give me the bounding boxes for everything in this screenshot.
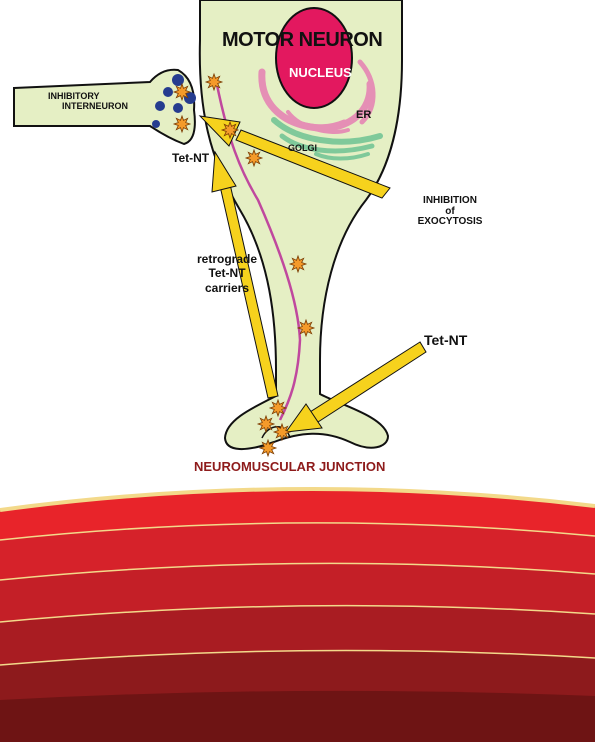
inhibition-label: INHIBITION of EXOCYTOSIS	[400, 196, 500, 228]
toxin-icon	[260, 440, 276, 456]
toxin-icon	[206, 74, 222, 90]
er-label: ER	[356, 110, 371, 122]
inhibition-line3: EXOCYTOSIS	[400, 217, 500, 228]
vesicle-icon	[155, 101, 165, 111]
toxin-icon	[290, 256, 306, 272]
vesicle-icon	[163, 87, 173, 97]
retrograde-label: retrograde Tet-NT carriers	[192, 252, 262, 295]
toxin-icon	[270, 400, 286, 416]
nucleus	[276, 8, 352, 108]
neuromuscular-junction-label: NEUROMUSCULAR JUNCTION	[194, 460, 385, 474]
retrograde-line3: carriers	[192, 281, 262, 295]
vesicle-icon	[173, 103, 183, 113]
toxin-icon	[174, 116, 190, 132]
toxin-icon	[298, 320, 314, 336]
tet-nt-entry-label: Tet-NT	[424, 333, 467, 348]
retrograde-line1: retrograde	[192, 252, 262, 266]
muscle-band-6	[0, 691, 595, 742]
toxin-icon	[222, 122, 238, 138]
retrograde-line2: Tet-NT	[192, 266, 262, 280]
golgi-label: GOLGI	[288, 144, 317, 153]
inhibition-line1: INHIBITION	[400, 196, 500, 207]
toxin-icon	[246, 150, 262, 166]
tet-nt-entry-arrow	[310, 342, 426, 422]
nucleus-label: NUCLEUS	[289, 66, 352, 80]
inhibitory-label-line2: INTERNEURON	[62, 102, 128, 111]
tet-nt-interneuron-label: Tet-NT	[172, 152, 209, 165]
toxin-icon	[274, 424, 290, 440]
muscle-tissue	[0, 489, 595, 742]
motor-neuron-label: MOTOR NEURON	[222, 30, 382, 51]
toxin-icon	[258, 416, 274, 432]
vesicle-icon	[152, 120, 160, 128]
toxin-icon	[174, 84, 190, 100]
